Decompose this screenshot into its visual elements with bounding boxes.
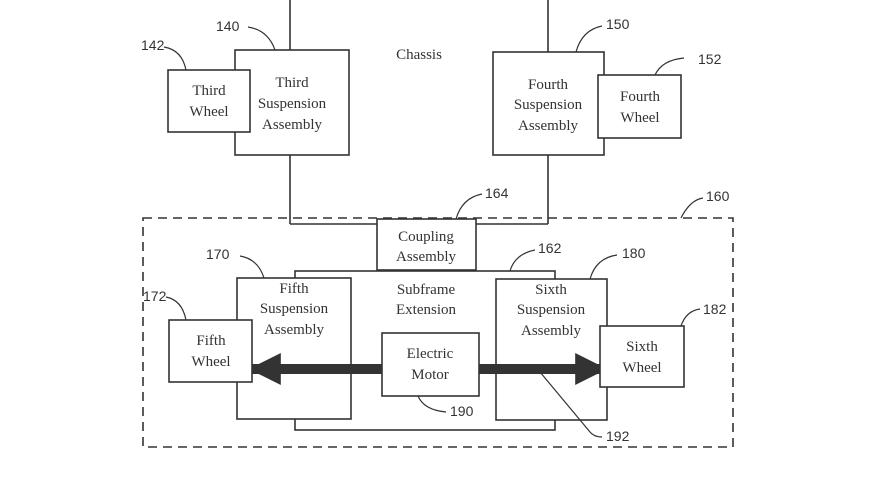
dashed-region: [142, 217, 734, 448]
sixth-wheel-ref: 182: [703, 301, 727, 317]
svg-text:Suspension: Suspension: [260, 301, 329, 317]
fifth-wheel-label: Fifth Wheel: [191, 333, 230, 370]
sixth-wheel-box: [599, 325, 685, 388]
fifth-wheel-ref: 172: [143, 288, 167, 304]
svg-text:Fourth: Fourth: [528, 77, 569, 93]
svg-text:Fifth: Fifth: [196, 333, 226, 349]
svg-text:Suspension: Suspension: [517, 302, 586, 318]
fifth-wheel-box: [168, 319, 253, 383]
svg-text:Sixth: Sixth: [626, 339, 658, 355]
svg-text:Subframe: Subframe: [397, 282, 456, 298]
third-wheel-label: Third Wheel: [189, 83, 228, 120]
third-wheel-box: [167, 69, 251, 133]
svg-text:Suspension: Suspension: [514, 97, 583, 113]
fifth-suspension-label: Fifth Suspension Assembly: [260, 281, 329, 338]
electric-motor-ref: 190: [450, 403, 474, 419]
svg-text:Assembly: Assembly: [264, 322, 325, 338]
third-suspension-leader: [247, 26, 276, 51]
coupling-assembly-box: [376, 218, 477, 271]
fifth-suspension-ref: 170: [206, 246, 230, 262]
fourth-suspension-leader: [575, 25, 603, 53]
fourth-wheel-label: Fourth Wheel: [620, 89, 661, 126]
svg-text:Coupling: Coupling: [398, 229, 454, 245]
axle-arrow-leader: [539, 371, 603, 438]
sixth-suspension-leader: [589, 254, 618, 280]
fifth-wheel-leader: [165, 296, 187, 321]
svg-text:Wheel: Wheel: [622, 360, 661, 376]
third-suspension-label: Third Suspension Assembly: [258, 75, 327, 133]
subframe-extension-leader: [509, 249, 536, 272]
subframe-extension-label: Subframe Extension: [396, 282, 456, 318]
sixth-wheel-leader: [680, 308, 701, 327]
svg-text:Assembly: Assembly: [521, 323, 582, 339]
svg-text:Fourth: Fourth: [620, 89, 661, 105]
chassis-label: Chassis: [396, 47, 442, 63]
axle-arrow-ref: 192: [606, 428, 630, 444]
sixth-suspension-label: Sixth Suspension Assembly: [517, 282, 586, 339]
svg-text:Assembly: Assembly: [396, 249, 457, 265]
sixth-suspension-ref: 180: [622, 245, 646, 261]
fifth-suspension-leader: [239, 255, 265, 279]
coupling-assembly-label: Coupling Assembly: [396, 229, 457, 265]
svg-text:Fifth: Fifth: [279, 281, 309, 297]
third-wheel-ref: 142: [141, 37, 165, 53]
fourth-wheel-ref: 152: [698, 51, 722, 67]
svg-text:Sixth: Sixth: [535, 282, 567, 298]
svg-text:Third: Third: [275, 75, 309, 91]
svg-text:Motor: Motor: [411, 367, 449, 383]
fourth-suspension-label: Fourth Suspension Assembly: [514, 77, 583, 134]
fourth-suspension-box: [492, 51, 605, 156]
coupling-assembly-leader: [455, 193, 483, 220]
fifth-suspension-box: [236, 277, 352, 420]
fourth-wheel-leader: [654, 57, 685, 76]
svg-text:Suspension: Suspension: [258, 96, 327, 112]
fourth-suspension-ref: 150: [606, 16, 630, 32]
dashed-region-leader: [680, 197, 704, 219]
sixth-suspension-box: [495, 278, 608, 421]
svg-text:Assembly: Assembly: [518, 118, 579, 134]
third-wheel-leader: [163, 46, 187, 71]
subframe-extension-ref: 162: [538, 240, 562, 256]
third-suspension-ref: 140: [216, 18, 240, 34]
svg-text:Wheel: Wheel: [189, 104, 228, 120]
third-suspension-box: [234, 49, 350, 156]
svg-text:Extension: Extension: [396, 302, 456, 318]
svg-text:Electric: Electric: [407, 346, 454, 362]
electric-motor-label: Electric Motor: [407, 346, 454, 383]
svg-text:Wheel: Wheel: [620, 110, 659, 126]
dashed-region-ref: 160: [706, 188, 730, 204]
svg-text:Assembly: Assembly: [262, 117, 323, 133]
fourth-wheel-box: [597, 74, 682, 139]
svg-text:Third: Third: [192, 83, 226, 99]
svg-text:Wheel: Wheel: [191, 354, 230, 370]
electric-motor-leader: [417, 395, 447, 413]
electric-motor-box: [381, 332, 480, 397]
sixth-wheel-label: Sixth Wheel: [622, 339, 661, 376]
coupling-assembly-ref: 164: [485, 185, 509, 201]
